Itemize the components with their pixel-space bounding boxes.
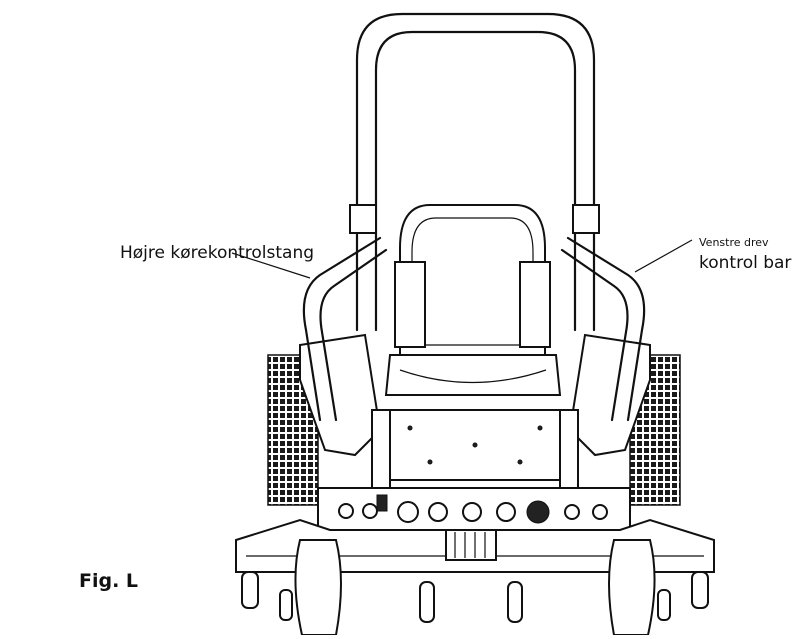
left-drive-control-bar <box>560 236 693 422</box>
wheels <box>241 539 709 636</box>
figure-caption: Fig. L <box>79 570 139 592</box>
frame <box>371 409 579 496</box>
rear-bumper <box>317 487 631 531</box>
roll-bar <box>349 12 600 332</box>
left-drive-control-bar-label-line2: kontrol bar <box>699 253 792 273</box>
right-drive-control-bar-label: Højre kørekontrolstang <box>120 243 315 263</box>
right-drive-control-bar <box>231 236 388 422</box>
seat <box>384 204 562 396</box>
fenders <box>299 333 651 457</box>
left-drive-control-bar-label-line1: Venstre drev <box>699 236 769 249</box>
